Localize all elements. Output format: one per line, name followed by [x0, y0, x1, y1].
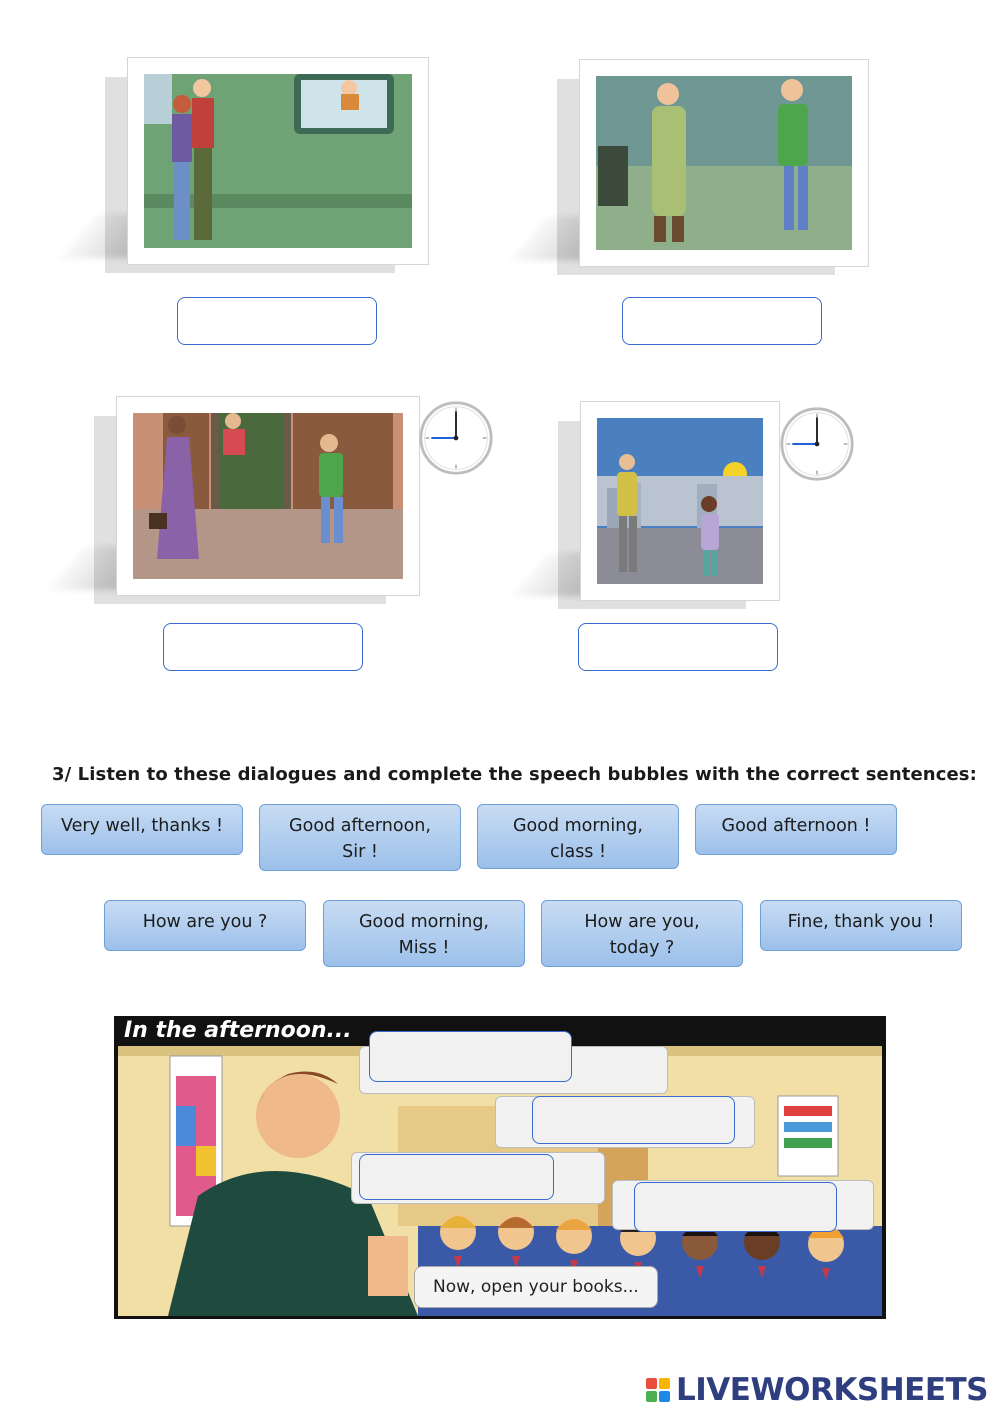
picture-card-1 — [127, 57, 429, 265]
comic-panel: In the afternoon... — [114, 1016, 886, 1319]
train-farewell-image — [144, 74, 412, 248]
answer-input-3[interactable] — [163, 623, 363, 671]
chip-how-are-you[interactable]: How are you ? — [104, 900, 306, 951]
chip-good-morning-class[interactable]: Good morning, class ! — [477, 804, 679, 869]
chip-how-are-you-today[interactable]: How are you, today ? — [541, 900, 743, 967]
answer-input-4[interactable] — [578, 623, 778, 671]
answer-input-1[interactable] — [177, 297, 377, 345]
picture-card-2 — [579, 59, 869, 267]
speech-bubble-slot-4[interactable] — [634, 1182, 837, 1232]
clock-icon-afternoon — [418, 400, 494, 476]
exercise-instruction: 3/ Listen to these dialogues and complet… — [52, 764, 977, 785]
speech-bubble-slot-3[interactable] — [359, 1154, 554, 1200]
chip-good-afternoon[interactable]: Good afternoon ! — [695, 804, 897, 855]
chip-good-morning-miss[interactable]: Good morning, Miss ! — [323, 900, 525, 967]
chip-very-well-thanks[interactable]: Very well, thanks ! — [41, 804, 243, 855]
liveworksheets-logo: LIVEWORKSHEETS — [646, 1372, 989, 1408]
answer-input-2[interactable] — [622, 297, 822, 345]
man-greets-boy-image — [596, 76, 852, 250]
liveworksheets-logo-icon — [646, 1378, 670, 1402]
picture-card-4 — [580, 401, 780, 601]
clock-icon-afternoon-2 — [779, 406, 855, 482]
chip-good-afternoon-sir[interactable]: Good afternoon, Sir ! — [259, 804, 461, 871]
couple-walking-image — [597, 418, 763, 584]
chip-fine-thank-you[interactable]: Fine, thank you ! — [760, 900, 962, 951]
speech-bubble-slot-1[interactable] — [369, 1031, 572, 1082]
comic-title: In the afternoon... — [124, 1018, 352, 1043]
liveworksheets-logo-text: LIVEWORKSHEETS — [676, 1372, 989, 1408]
mother-son-image — [133, 413, 403, 579]
picture-card-3 — [116, 396, 420, 596]
speech-bubble-slot-2[interactable] — [532, 1096, 735, 1144]
given-speech-bubble: Now, open your books... — [414, 1266, 658, 1308]
